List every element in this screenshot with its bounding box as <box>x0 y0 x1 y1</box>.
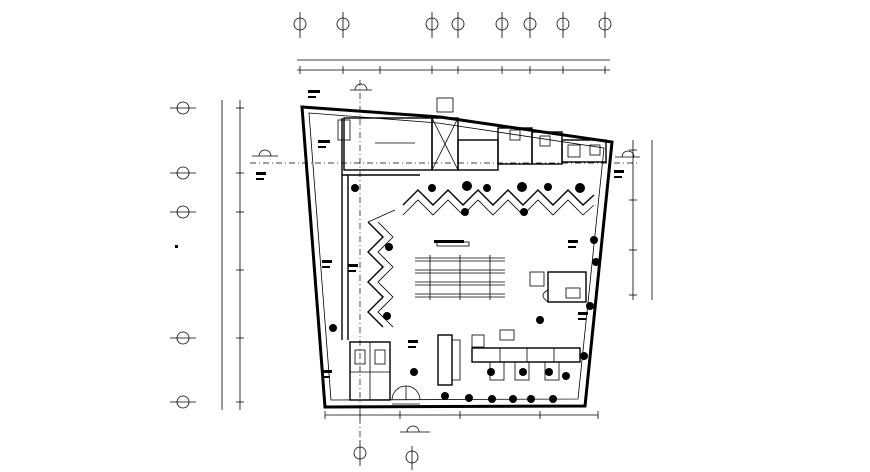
plant-icon <box>487 368 495 376</box>
plant-icon <box>462 181 472 191</box>
axis-bubble-icon <box>170 205 196 219</box>
plant-icon <box>461 208 469 216</box>
plant-icon <box>590 236 598 244</box>
section-arrow-icon <box>615 150 640 158</box>
section-arrow-icon <box>400 425 430 433</box>
zigzag-display-wall-top <box>402 189 595 216</box>
office-desk-area <box>529 271 587 303</box>
plant-icon <box>428 184 436 192</box>
center-lines <box>250 80 640 440</box>
plant-icon <box>527 395 535 403</box>
plant-icon <box>509 395 517 403</box>
plant-icon <box>441 392 449 400</box>
service-room-block <box>343 97 607 171</box>
left-rooms <box>337 118 420 401</box>
plant-icon <box>520 208 528 216</box>
axis-bubble-icon <box>170 395 196 409</box>
left-dimension-lines <box>221 100 244 410</box>
top-axis-markers <box>293 12 612 38</box>
plant-icon <box>385 243 393 251</box>
top-dimension-lines <box>297 59 610 74</box>
plant-icon <box>580 352 588 360</box>
plant-icon <box>519 368 527 376</box>
plant-icon <box>549 395 557 403</box>
axis-bubble-icon <box>353 440 367 466</box>
axis-bubble-icon <box>170 166 196 180</box>
plant-icon <box>483 184 491 192</box>
axis-bubble-icon <box>293 12 307 38</box>
axis-bubble-icon <box>556 12 570 38</box>
plant-icon <box>545 368 553 376</box>
plant-icon <box>536 316 544 324</box>
plant-icon <box>465 394 473 402</box>
bottom-dimension-lines <box>324 411 599 470</box>
plant-icon <box>351 184 359 192</box>
plant-icon <box>488 395 496 403</box>
left-axis-markers <box>170 101 196 409</box>
section-arrow-icon <box>350 83 372 91</box>
plant-icon <box>586 302 594 310</box>
axis-bubble-icon <box>336 12 350 38</box>
section-arrow-icon <box>252 149 278 157</box>
axis-bubble-icon <box>451 12 465 38</box>
plant-icon <box>517 182 527 192</box>
right-dimension-lines <box>615 140 653 300</box>
zigzag-display-wall-left <box>367 209 396 328</box>
waiting-bench <box>437 334 461 386</box>
annotation-marks <box>175 90 624 378</box>
entrance-doors <box>391 385 421 405</box>
building-outline <box>300 105 614 409</box>
axis-bubble-icon <box>405 446 419 470</box>
axis-bubble-icon <box>170 331 196 345</box>
axis-bubble-icon <box>425 12 439 38</box>
axis-bubble-icon <box>598 12 612 38</box>
plant-icon <box>562 372 570 380</box>
plant-icon <box>383 312 391 320</box>
axis-bubble-icon <box>495 12 509 38</box>
central-shelving <box>415 241 505 300</box>
plant-icon <box>575 183 585 193</box>
axis-bubble-icon <box>170 101 196 115</box>
plant-icon <box>329 324 337 332</box>
plant-icon <box>592 258 600 266</box>
plants <box>329 181 600 403</box>
plant-icon <box>544 183 552 191</box>
axis-bubble-icon <box>523 12 537 38</box>
plant-icon <box>410 368 418 376</box>
